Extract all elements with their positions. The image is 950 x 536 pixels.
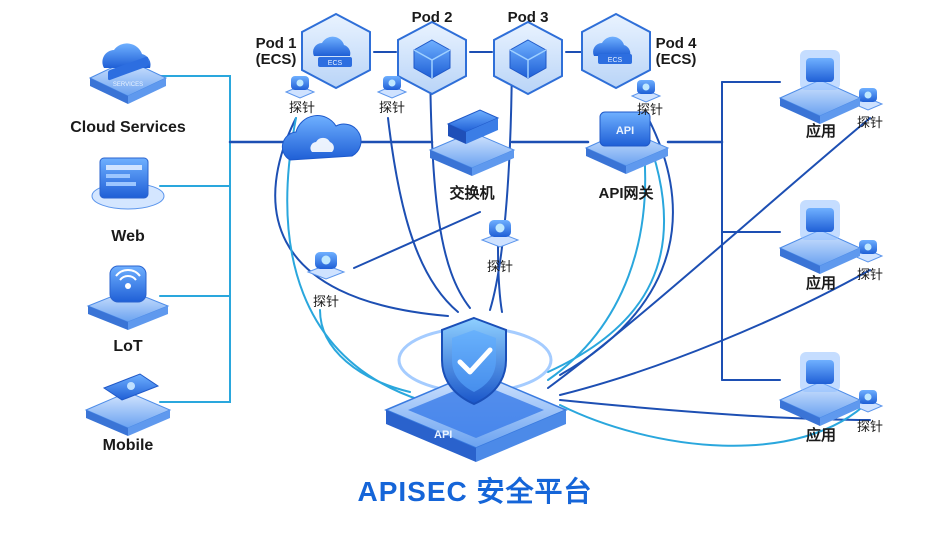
- app-label: 应用: [805, 123, 836, 140]
- page-title: APISEC 安全平台: [357, 476, 593, 507]
- cloud-services-icon: SERVICES: [88, 43, 168, 104]
- probe-label: 探针: [312, 294, 339, 309]
- app-icon: [778, 352, 862, 426]
- app-label: 应用: [805, 427, 836, 444]
- probe-label: 探针: [856, 115, 883, 130]
- platform-badge: API: [434, 429, 452, 441]
- pod-4-name: Pod 4: [655, 35, 697, 52]
- switch-icon: [428, 109, 516, 176]
- probe-label: 探针: [856, 267, 883, 282]
- probe-icon: [480, 220, 520, 248]
- probe-label: 探针: [378, 100, 405, 115]
- pod-3-icon: [493, 20, 563, 96]
- client-label-iot: LoT: [113, 338, 143, 355]
- probe-icon: [284, 76, 316, 99]
- pod-4-icon: ECS: [581, 12, 651, 90]
- pod-4-badge: ECS: [608, 57, 623, 64]
- pod-1-name: Pod 1: [255, 35, 297, 52]
- pod-1-icon: ECS: [301, 12, 371, 90]
- apisec-platform-icon: API: [384, 316, 568, 462]
- api-gateway-label: API网关: [598, 185, 654, 202]
- probe-icon: [852, 390, 884, 413]
- probe-icon: [306, 252, 346, 280]
- probe-label: 探针: [856, 419, 883, 434]
- probe-label: 探针: [636, 102, 663, 117]
- api-gateway-badge: API: [616, 125, 634, 137]
- mobile-icon: [84, 373, 172, 436]
- iot-icon: [86, 265, 170, 330]
- web-icon: [91, 157, 165, 210]
- probe-icon: [630, 80, 662, 103]
- probe-label: 探针: [486, 259, 513, 274]
- probe-icon: [376, 76, 408, 99]
- probe-label: 探针: [288, 100, 315, 115]
- pod-1-sub: (ECS): [255, 51, 297, 68]
- api-gateway-icon: API: [584, 111, 670, 174]
- cloud-icon: [281, 115, 362, 161]
- connection-lines: [159, 39, 871, 447]
- client-label-mobile: Mobile: [102, 437, 154, 454]
- pod-2-name: Pod 2: [411, 9, 453, 26]
- switch-label: 交换机: [449, 185, 495, 202]
- probe-icon: [852, 240, 884, 263]
- pod-3-name: Pod 3: [507, 9, 549, 26]
- app-icon: [778, 50, 862, 124]
- app-icon: [778, 200, 862, 274]
- client-label-web: Web: [111, 228, 145, 245]
- app-label: 应用: [805, 275, 836, 292]
- pod-4-sub: (ECS): [655, 51, 697, 68]
- pod-1-badge: ECS: [328, 60, 343, 67]
- client-label-cloud-services: Cloud Services: [70, 119, 186, 136]
- cloud-services-badge: SERVICES: [113, 82, 143, 88]
- pod-2-icon: [397, 20, 467, 96]
- probe-icon: [852, 88, 884, 111]
